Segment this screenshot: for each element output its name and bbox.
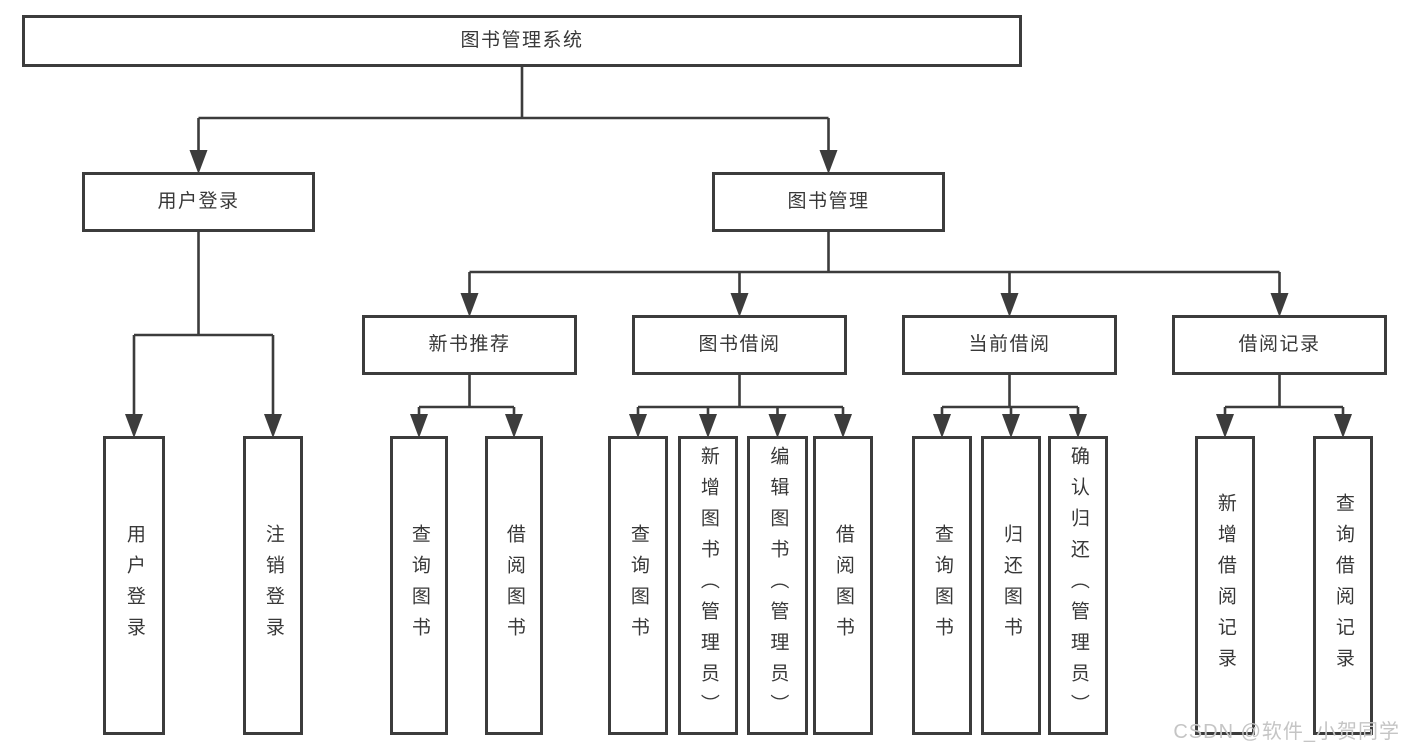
node-system-root: 图书管理系统 (22, 15, 1022, 67)
node-leaf-query-books-recommend: 查询图书 (390, 436, 448, 735)
node-leaf-confirm-return-admin: 确认归还（管理员） (1048, 436, 1108, 735)
node-label: 查询图书 (627, 523, 649, 648)
node-label: 新增借阅记录 (1214, 492, 1236, 679)
node-leaf-borrow-books-recommend: 借阅图书 (485, 436, 543, 735)
node-leaf-user-login: 用户登录 (103, 436, 165, 735)
node-label: 借阅图书 (832, 523, 854, 648)
node-book-management: 图书管理 (712, 172, 945, 232)
node-leaf-add-borrow-record: 新增借阅记录 (1195, 436, 1255, 735)
node-label: 新书推荐 (428, 334, 511, 356)
node-label: 当前借阅 (968, 334, 1051, 356)
node-label: 确认归还（管理员） (1067, 446, 1089, 725)
node-label: 图书管理系统 (460, 30, 584, 52)
node-leaf-query-books-current: 查询图书 (912, 436, 972, 735)
node-leaf-query-books-borrowing: 查询图书 (608, 436, 668, 735)
node-label: 用户登录 (123, 523, 145, 648)
node-label: 注销登录 (262, 523, 284, 648)
node-borrowing-records: 借阅记录 (1172, 315, 1387, 375)
node-leaf-return-books: 归还图书 (981, 436, 1041, 735)
node-new-book-recommend: 新书推荐 (362, 315, 577, 375)
node-label: 新增图书（管理员） (697, 446, 719, 725)
node-label: 借阅记录 (1238, 334, 1321, 356)
node-leaf-edit-books-admin: 编辑图书（管理员） (747, 436, 808, 735)
node-leaf-borrow-books-borrowing: 借阅图书 (813, 436, 873, 735)
node-current-borrowing: 当前借阅 (902, 315, 1117, 375)
node-label: 查询图书 (931, 523, 953, 648)
node-leaf-query-borrow-record: 查询借阅记录 (1313, 436, 1373, 735)
watermark: CSDN @软件_小贺同学 (1173, 721, 1400, 743)
node-label: 用户登录 (157, 191, 240, 213)
node-label: 图书借阅 (698, 334, 781, 356)
node-leaf-add-books-admin: 新增图书（管理员） (678, 436, 738, 735)
node-leaf-logout: 注销登录 (243, 436, 303, 735)
node-label: 查询图书 (408, 523, 430, 648)
node-label: 查询借阅记录 (1332, 492, 1354, 679)
node-user-login-branch: 用户登录 (82, 172, 315, 232)
node-label: 图书管理 (787, 191, 870, 213)
node-label: 归还图书 (1000, 523, 1022, 648)
node-book-borrowing: 图书借阅 (632, 315, 847, 375)
node-label: 编辑图书（管理员） (767, 446, 789, 725)
node-label: 借阅图书 (503, 523, 525, 648)
